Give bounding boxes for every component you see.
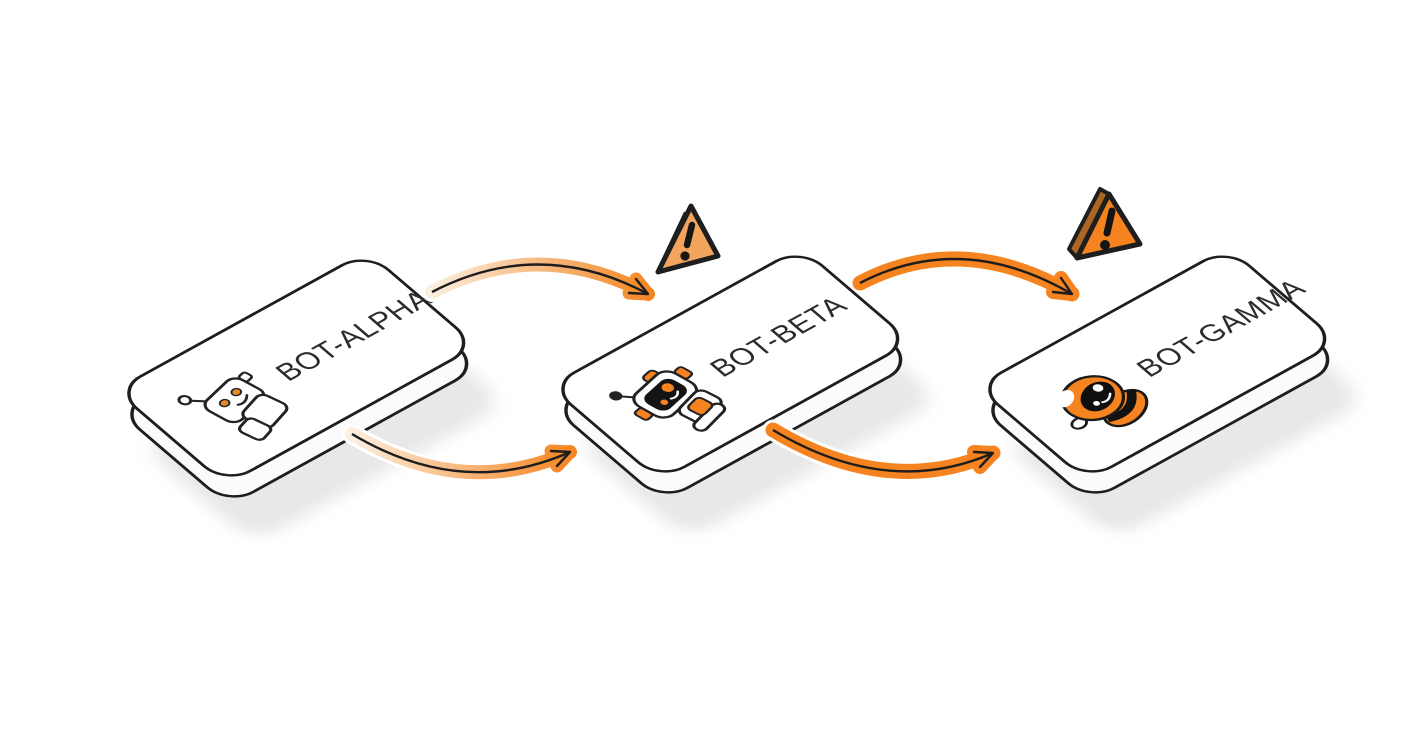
node-label: BOT-GAMMA [1129,274,1313,383]
warning-triangle-beta-icon [655,203,721,275]
arrow-beta-gamma-top [852,251,1080,302]
arrow-alpha-beta-top [422,254,658,304]
node-card-bot-alpha: BOT-ALPHA [113,249,508,545]
warning-triangle-gamma-icon [1067,187,1143,261]
card-face: BOT-ALPHA [113,249,480,487]
card-face: BOT-BETA [547,245,914,483]
robot-alpha-icon [177,371,289,441]
node-label: BOT-BETA [703,291,854,383]
robot-beta-icon [609,366,727,432]
node-card-bot-gamma: BOT-GAMMA [974,245,1369,541]
node-card-bot-beta: BOT-BETA [547,245,942,541]
card-face: BOT-GAMMA [974,245,1341,483]
node-label: BOT-ALPHA [268,285,439,387]
robot-gamma-icon [1057,375,1149,430]
